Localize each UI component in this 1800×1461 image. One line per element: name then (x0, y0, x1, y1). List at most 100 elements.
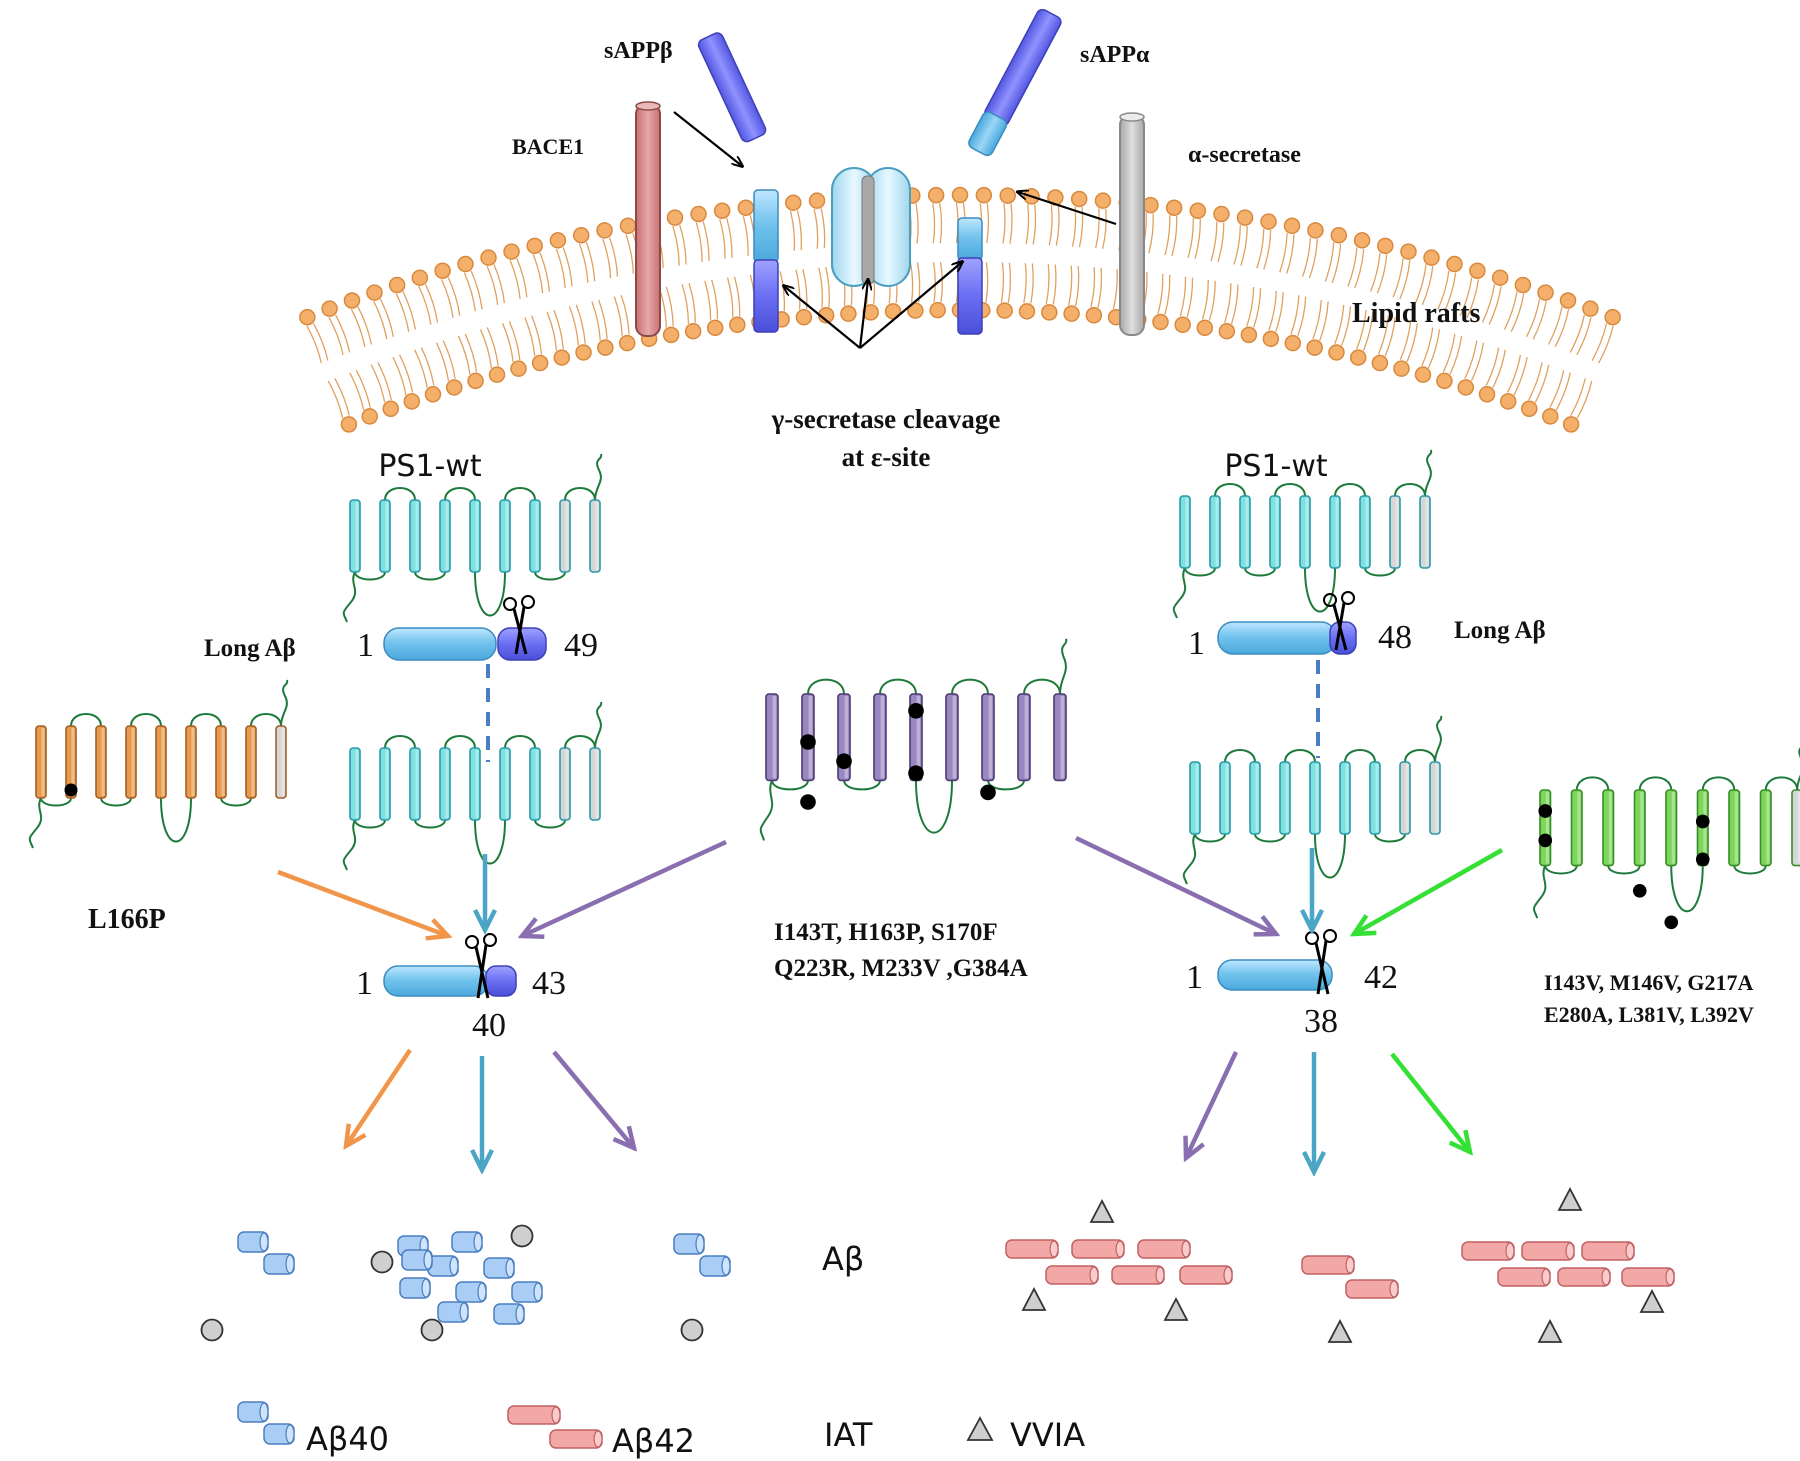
long-ab-left-start: 1 (357, 627, 374, 664)
sappb-label: sAPPβ (604, 38, 673, 64)
loop (1544, 865, 1578, 875)
ab42-monomer (1557, 1267, 1611, 1287)
lipid-head (690, 205, 707, 223)
tm-helix-highlight (1577, 792, 1581, 864)
ab-center-label: Aβ (822, 1240, 864, 1278)
c-terminus (1796, 747, 1800, 791)
pathway-arrows (277, 835, 1504, 1172)
sappb-fragment (697, 32, 767, 143)
tm-helix (185, 725, 197, 799)
lipid-tail (1102, 208, 1107, 249)
short-ab-right-peptide (1217, 959, 1333, 991)
tm-helix-highlight (251, 728, 255, 796)
lipid-head (618, 334, 636, 352)
scissors-icon (1323, 591, 1355, 651)
lipid-tail (373, 301, 388, 340)
lipid-tail (1164, 215, 1171, 256)
ps1-wt-right-middle (1182, 715, 1443, 885)
lipid-head (1521, 400, 1538, 418)
ab42-monomer (1521, 1241, 1575, 1261)
iat-particle (200, 1318, 224, 1342)
lipid-tail (1171, 216, 1178, 256)
lipid-tail (1048, 205, 1053, 246)
tm-helix-highlight (281, 728, 285, 796)
lipid-tail (486, 327, 499, 367)
tm-helix-highlight (1734, 792, 1738, 864)
lipid-tail (395, 293, 410, 332)
lipid-tail (1466, 279, 1480, 318)
lipid-head (1514, 276, 1532, 294)
lipid-head (1240, 326, 1258, 344)
loop (474, 819, 506, 865)
lipid-tail (1399, 321, 1412, 361)
sappa-label: sAPPα (1080, 42, 1150, 68)
tm-helix-highlight (505, 750, 509, 818)
short-ab-left-end: 43 (532, 965, 566, 1002)
lipid-tail (1414, 264, 1427, 304)
loop (70, 713, 102, 727)
loop (1733, 865, 1767, 875)
n-terminus (1182, 833, 1197, 885)
lipid-head (1377, 237, 1394, 255)
lipid-head (975, 186, 993, 204)
loop (384, 487, 416, 501)
lipid-tail (1377, 315, 1390, 355)
tm-helix (1249, 761, 1261, 835)
tm-helix-highlight (1797, 792, 1800, 864)
tm-helix (1329, 495, 1341, 569)
tm-helix (469, 747, 481, 821)
lipid-head (434, 262, 451, 279)
lipid-tail (418, 286, 432, 325)
legend-ab40-label: Aβ40 (306, 1420, 389, 1458)
loop (100, 797, 132, 807)
tm-helix-highlight (1315, 764, 1319, 832)
lipid-head (1094, 192, 1112, 209)
lipid-tail (539, 252, 551, 292)
ps1-wt-left-middle (342, 701, 603, 871)
lipid-head (1174, 316, 1191, 333)
lipid-head (340, 416, 358, 433)
lipid-tail (795, 269, 801, 310)
lipid-head (1165, 199, 1183, 216)
ab42-monomer (1301, 1255, 1355, 1275)
lipid-tail (1097, 267, 1103, 308)
tm-helix-highlight (1766, 792, 1770, 864)
tm-helix-highlight (988, 696, 993, 779)
lipid-head (1189, 202, 1207, 219)
n-terminus (1172, 567, 1187, 619)
ps1-wt-left-top (342, 453, 603, 623)
lipid-tail (742, 215, 749, 256)
lipid-head (840, 305, 857, 322)
mutation-dot (1664, 915, 1679, 930)
lipid-tail (1354, 248, 1365, 289)
tm-helix-highlight (1024, 696, 1029, 779)
lipid-head (662, 326, 680, 344)
lipid-tail (1449, 335, 1463, 375)
loop (1575, 776, 1610, 791)
tm-helix-highlight (1245, 498, 1249, 566)
lipid-tail (1334, 304, 1345, 345)
tm-helix (559, 499, 571, 573)
tm-helix (1219, 761, 1231, 835)
lipid-tail (546, 311, 558, 351)
lipid-tail (1090, 267, 1096, 308)
tm-helix-highlight (415, 502, 419, 570)
tm-helix (379, 747, 391, 821)
lipid-tail (1399, 260, 1411, 300)
lipid-tail (334, 378, 350, 416)
tm-helix (409, 499, 421, 573)
lipid-tail (1000, 262, 1005, 303)
vvia-particle (1557, 1187, 1583, 1211)
lipid-tail (1570, 378, 1586, 416)
mutation-dot (980, 784, 996, 801)
iat-particle (510, 1224, 534, 1248)
lipid-head (684, 322, 702, 340)
lipid-head (1414, 366, 1432, 383)
lipid-tail (1485, 347, 1500, 386)
lipid-tail (440, 279, 454, 318)
tm-helix (155, 725, 167, 799)
lipid-tail (985, 262, 989, 303)
loop (1764, 776, 1799, 791)
legend-iat-label: IAT (824, 1416, 873, 1454)
tm-helix-highlight (772, 696, 777, 779)
